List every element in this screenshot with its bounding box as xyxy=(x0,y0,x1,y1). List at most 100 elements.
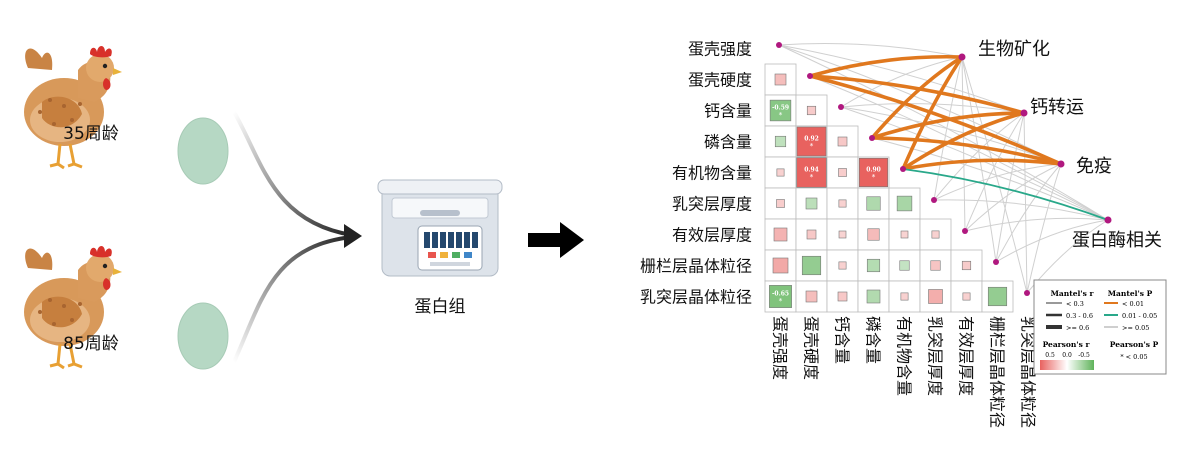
row-label-1: 蛋壳硬度 xyxy=(688,71,752,90)
mantel-link xyxy=(840,106,1062,165)
heatmap-cell-value: -0.65 xyxy=(772,291,789,298)
heatmap-cell-sig: * xyxy=(872,174,876,182)
mantel-link xyxy=(778,44,1025,114)
col-label-5: 乳突层厚度 xyxy=(926,316,945,396)
heatmap-cell-value: 0.94 xyxy=(804,167,819,174)
mantel-link xyxy=(901,111,1026,171)
top-age-label: 35周龄 xyxy=(63,124,119,144)
heatmap-cell-8-7 xyxy=(987,286,1008,307)
heatmap-cell-7-6 xyxy=(961,260,972,271)
legend-mantel-p-item-0: < 0.01 xyxy=(1122,300,1144,308)
heatmap-cell-5-3 xyxy=(866,196,881,211)
anchor-node-5 xyxy=(931,197,937,203)
heatmap-cell-3-1 xyxy=(796,126,827,157)
heatmap-cell-6-2 xyxy=(838,230,847,239)
heatmap-cell-6-5 xyxy=(931,230,940,239)
heatmap-cell-8-6 xyxy=(962,292,971,301)
anchor-node-2 xyxy=(838,104,844,110)
mantel-link xyxy=(995,219,1109,263)
legend-pearson-tick-2: -0.5 xyxy=(1078,352,1090,359)
anchor-node-4 xyxy=(900,166,906,172)
heatmap-cell-7-2 xyxy=(838,261,847,270)
function-label-2: 免疫 xyxy=(1076,156,1112,177)
heatmap-cell-8-3 xyxy=(866,289,881,304)
hen-top-illustration xyxy=(22,44,124,170)
heatmap-cell-5-1 xyxy=(805,197,818,210)
egg-bottom xyxy=(177,302,229,370)
mantel-link xyxy=(961,56,966,232)
heatmap-cell-frame xyxy=(950,249,983,282)
mantel-link xyxy=(870,136,1063,166)
row-label-2: 钙含量 xyxy=(704,102,752,121)
heatmap-cell-6-1 xyxy=(806,229,817,240)
function-node-0 xyxy=(958,53,966,61)
legend-pearson-tick-0: 0.5 xyxy=(1045,352,1055,359)
mantel-link xyxy=(1023,112,1028,294)
function-node-1 xyxy=(1020,109,1028,117)
heatmap-cell-7-0 xyxy=(772,257,789,274)
converge-arrow-bottom xyxy=(232,235,353,363)
row-label-8: 乳突层晶体粒径 xyxy=(640,288,752,307)
legend-mantel-r-title: Mantel's r xyxy=(1051,289,1095,298)
heatmap-cell-7-1 xyxy=(801,255,822,276)
heatmap-col-labels: 蛋壳强度蛋壳硬度钙含量磷含量有机物含量乳突层厚度有效层厚度栅栏层晶体粒径乳突层晶… xyxy=(771,316,1038,428)
mantel-link xyxy=(995,112,1025,263)
anchor-node-0 xyxy=(776,42,782,48)
mantel-link xyxy=(933,163,1062,201)
mantel-link xyxy=(901,158,1063,171)
mantel-link xyxy=(870,55,964,140)
heatmap-cell-4-1 xyxy=(796,157,827,188)
mantel-link xyxy=(901,55,964,171)
heatmap-cell-7-4 xyxy=(899,260,910,271)
heatmap-cell-8-4 xyxy=(900,292,909,301)
row-label-3: 磷含量 xyxy=(704,133,752,152)
heatmap-cell-6-0 xyxy=(773,227,788,242)
heatmap-cell-sig: * xyxy=(810,174,814,182)
heatmap-cell-5-4 xyxy=(896,195,913,212)
mantel-link xyxy=(778,44,1109,221)
correlation-heatmap: -0.59*0.92*0.94*0.90*-0.65* xyxy=(764,63,1014,313)
function-node-2 xyxy=(1057,160,1065,168)
heatmap-cell-5-0 xyxy=(776,199,785,208)
heatmap-cell-3-2 xyxy=(837,136,848,147)
converge-arrowhead xyxy=(344,224,362,248)
row-label-7: 栅栏层晶体粒径 xyxy=(640,257,752,276)
legend-mantel-p-title: Mantel's P xyxy=(1108,289,1153,298)
heatmap-cell-4-2 xyxy=(838,168,847,177)
row-label-6: 有效层厚度 xyxy=(672,226,752,245)
heatmap-cell-8-1 xyxy=(805,290,818,303)
col-label-8: 乳突层晶体粒径 xyxy=(1019,316,1038,428)
mantel-link xyxy=(964,163,1062,232)
heatmap-cell-frame xyxy=(795,94,828,127)
mantel-link xyxy=(808,74,1063,166)
row-label-4: 有机物含量 xyxy=(672,164,752,183)
function-label-3: 蛋白酶相关 xyxy=(1072,230,1162,251)
heatmap-cell-value: 0.92 xyxy=(804,136,819,143)
col-label-0: 蛋壳强度 xyxy=(771,316,790,380)
mantel-link xyxy=(840,56,963,108)
col-label-3: 磷含量 xyxy=(864,316,883,364)
mantel-link xyxy=(964,112,1025,232)
heatmap-cell-value: 0.90 xyxy=(866,167,881,174)
mantel-link xyxy=(902,168,1109,221)
legend-mantel-r-item-1: 0.3 - 0.6 xyxy=(1066,312,1093,320)
bottom-age-label: 85周龄 xyxy=(63,334,119,354)
mantel-link xyxy=(840,106,1109,221)
heatmap-cell-7-5 xyxy=(930,260,941,271)
heatmap-cell-sig: * xyxy=(779,112,783,120)
col-label-6: 有效层厚度 xyxy=(957,316,976,396)
function-node-3 xyxy=(1104,216,1112,224)
mantel-links xyxy=(778,43,1109,294)
legend-mantel-r-item-2: >= 0.6 xyxy=(1066,324,1089,332)
heatmap-cell-6-3 xyxy=(867,228,880,241)
heatmap-cell-2-1 xyxy=(806,105,817,116)
mantel-link xyxy=(964,217,1109,232)
heatmap-row-labels: 蛋壳强度蛋壳硬度钙含量磷含量有机物含量乳突层厚度有效层厚度栅栏层晶体粒径乳突层晶… xyxy=(640,40,752,307)
heatmap-cell-6-4 xyxy=(900,230,909,239)
mantel-nodes xyxy=(776,42,1112,296)
heatmap-cell-8-5 xyxy=(928,289,943,304)
mantel-link xyxy=(808,74,1026,115)
row-label-0: 蛋壳强度 xyxy=(688,40,752,59)
function-label-0: 生物矿化 xyxy=(978,39,1050,60)
legend: Mantel's r < 0.3 0.3 - 0.6 >= 0.6 Mantel… xyxy=(1033,279,1167,375)
